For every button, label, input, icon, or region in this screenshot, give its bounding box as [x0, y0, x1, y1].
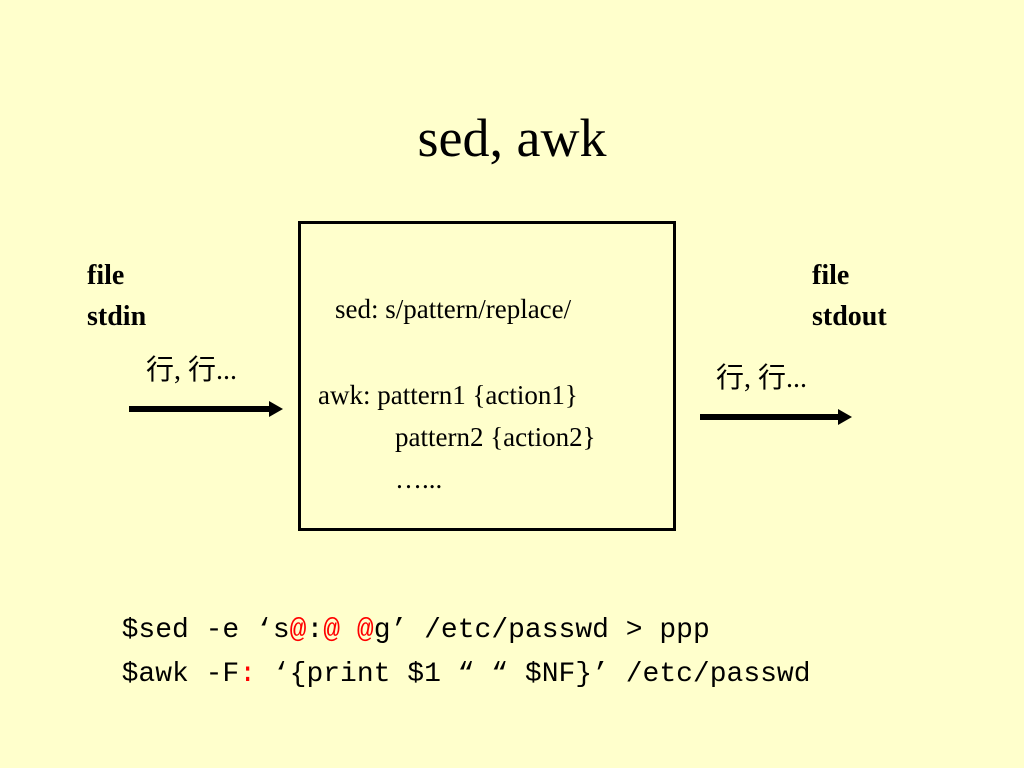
cmd-segment: g’ /etc/passwd > ppp — [373, 615, 710, 646]
output-file-label: file — [812, 260, 850, 291]
input-arrow — [129, 401, 283, 417]
input-arrow-head-icon — [269, 401, 283, 417]
sed-command-line: $sed -e ‘s@:@ @g’ /etc/passwd > ppp — [88, 580, 710, 648]
output-arrow-head-icon — [838, 409, 852, 425]
cmd-segment-highlight: @ — [356, 615, 374, 646]
input-source-labels: file stdin — [87, 255, 146, 337]
awk-rule-line-2: pattern2 {action2} — [395, 422, 596, 452]
cmd-segment: $sed -e ‘s — [121, 615, 290, 646]
cmd-segment-highlight: @ — [323, 615, 341, 646]
processor-box — [298, 221, 676, 531]
output-arrow — [700, 409, 852, 425]
cmd-segment-highlight: @ — [289, 615, 307, 646]
output-target-labels: file stdout — [812, 255, 887, 337]
cmd-segment: : — [306, 615, 324, 646]
input-file-label: file — [87, 260, 125, 291]
input-lines-text: 行, 行... — [146, 355, 238, 386]
cmd-segment-highlight: : — [239, 659, 257, 690]
sed-rule-text: sed: s/pattern/replace/ — [335, 294, 572, 324]
output-lines-text: 行, 行... — [716, 363, 808, 394]
awk-rule-line-1: awk: pattern1 {action1} — [318, 380, 578, 410]
output-stdout-label: stdout — [812, 301, 887, 332]
cmd-segment: $awk -F — [121, 659, 240, 690]
input-stdin-label: stdin — [87, 301, 147, 332]
cmd-segment: ‘{print $1 “ “ $NF}’ /etc/passwd — [256, 659, 811, 690]
awk-command-line: $awk -F: ‘{print $1 “ “ $NF}’ /etc/passw… — [88, 624, 811, 692]
awk-rule-line-3: …... — [395, 464, 443, 494]
slide-title: sed, awk — [417, 108, 607, 168]
